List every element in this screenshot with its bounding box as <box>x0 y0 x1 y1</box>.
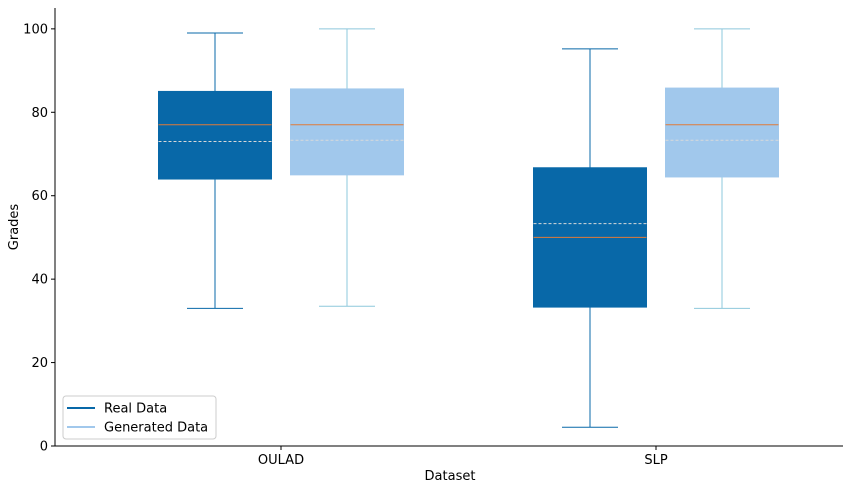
plot-area <box>158 28 779 428</box>
y-tick-label: 60 <box>31 189 48 204</box>
iqr-box <box>158 90 272 180</box>
legend: Real Data Generated Data <box>62 395 217 440</box>
box-generated-data-oulad <box>290 28 404 307</box>
y-tick-label: 0 <box>40 440 48 455</box>
x-axis-title: Dataset <box>425 469 476 484</box>
iqr-box <box>665 87 779 178</box>
y-tick-label: 20 <box>31 356 48 371</box>
legend-frame <box>62 395 217 440</box>
y-tick-label: 40 <box>31 273 48 288</box>
legend-label-generated-data: Generated Data <box>104 421 208 436</box>
y-tick-label: 80 <box>31 106 48 121</box>
y-tick-label: 100 <box>23 22 48 37</box>
box-real-data-oulad <box>158 32 272 309</box>
legend-label-real-data: Real Data <box>104 402 167 417</box>
box-generated-data-slp <box>665 28 779 309</box>
box-real-data-slp <box>533 48 647 428</box>
iqr-box <box>290 88 404 176</box>
x-tick-label: SLP <box>644 453 667 468</box>
y-axis-title: Grades <box>7 204 22 251</box>
x-tick-label: OULAD <box>258 453 304 468</box>
